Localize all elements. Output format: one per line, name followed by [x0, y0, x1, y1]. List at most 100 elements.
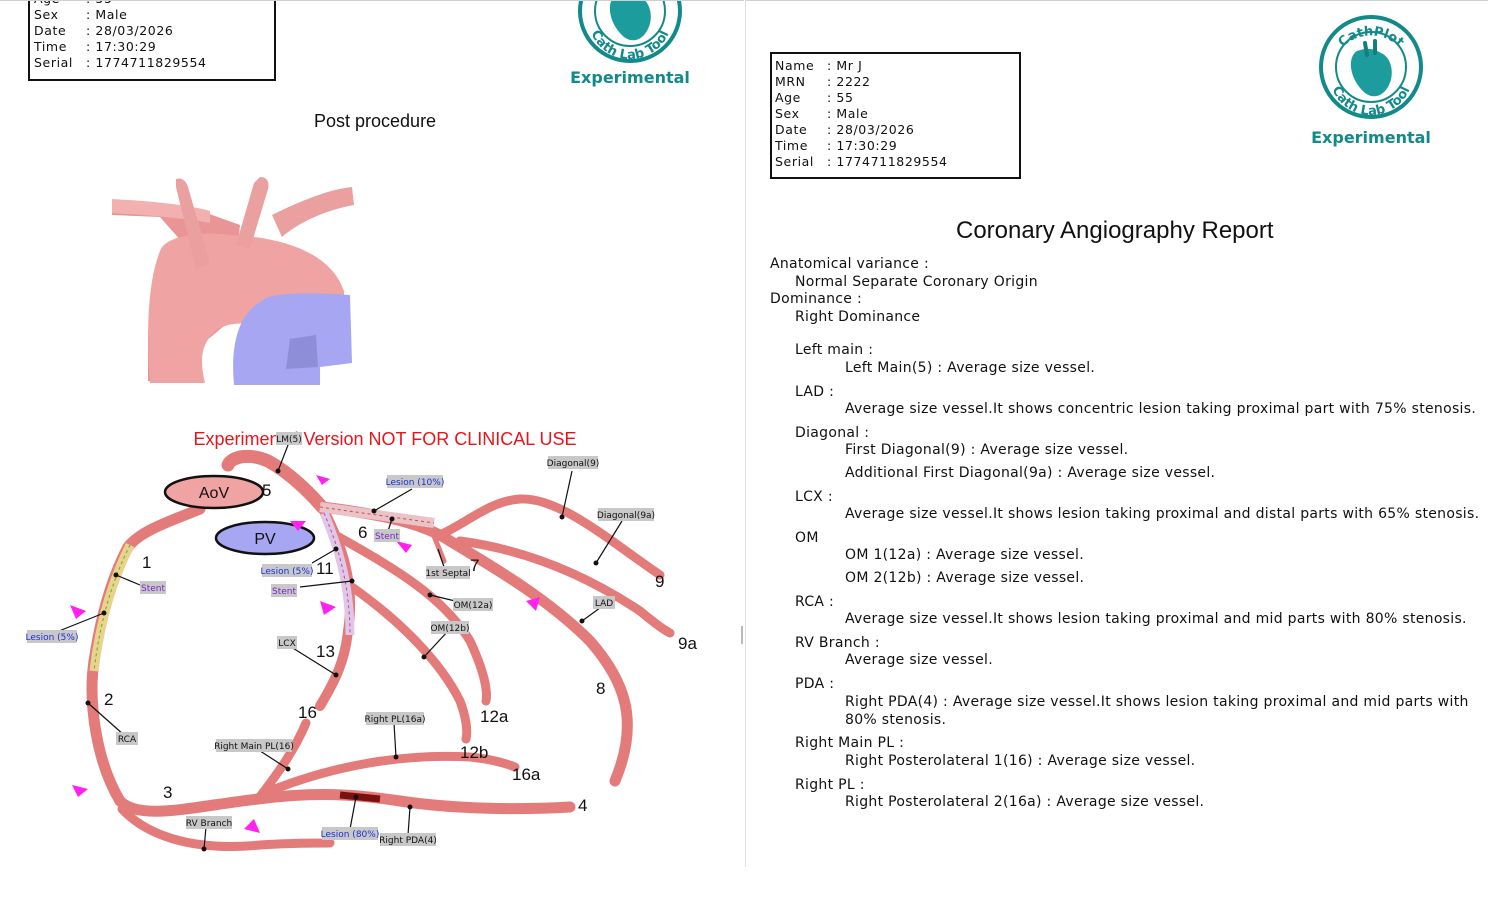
report-body: Anatomical variance :Normal Separate Cor…: [770, 256, 1480, 812]
report-finding-text: Average size vessel.: [845, 652, 993, 669]
vessel-diagonal-9: [435, 494, 665, 580]
tag-lm5: LM(5): [276, 435, 302, 445]
segment-12b: 12b: [460, 743, 488, 762]
injection-markers: [70, 475, 540, 833]
report-finding-text: OM 2(12b) : Average size vessel.: [845, 569, 1085, 586]
tag-lcx: LCX: [278, 639, 295, 649]
info-row-serial: Serial1774711829554: [775, 154, 1019, 170]
report-section-heading: Left main :: [795, 342, 874, 359]
marker-6: [526, 597, 540, 611]
segment-numbers: 5 1 6 7 11 9 9a 13 2 16 12a 8 12b 16a 3 …: [104, 481, 697, 815]
tag-stent-rca: Stent: [141, 584, 165, 594]
marker-1: [316, 475, 330, 485]
tag-lad: LAD: [595, 599, 613, 609]
segment-9a: 9a: [678, 634, 697, 653]
info-row-time: Time17:30:29: [34, 39, 274, 55]
vessel-diagonal-9a: [455, 536, 675, 638]
info-row-date: Date28/03/2026: [34, 23, 274, 39]
segment-7: 7: [470, 556, 479, 575]
marker-8: [244, 819, 260, 833]
tag-right-main-pl-16: Right Main PL(16): [214, 742, 294, 752]
report-page-left: Age55 SexMale Date28/03/2026 Time17:30:2…: [0, 0, 744, 867]
tag-diagonal-9: Diagonal(9): [547, 459, 600, 469]
tag-lesion-10: Lesion (10%): [386, 478, 445, 488]
patient-info-box: NameMr J MRN2222 Age55 SexMale Date28/03…: [770, 52, 1021, 179]
vessel-right-main-pl: [253, 718, 311, 804]
report-finding-text: Average size vessel.It shows lesion taki…: [845, 611, 1467, 628]
cathplot-logo: CathPlot Cath Lab Tool Experimental: [1307, 13, 1435, 147]
report-section-heading: LAD :: [795, 383, 835, 400]
report-section-heading: PDA :: [795, 675, 835, 692]
report-section-heading: RV Branch :: [795, 634, 880, 651]
aov-valve: [163, 474, 265, 510]
report-finding-text: Left Main(5) : Average size vessel.: [845, 359, 1096, 376]
vessel-tags: LM(5) Diagonal(9) Diagonal(9a) Lesion (1…: [26, 432, 655, 846]
marker-3: [396, 541, 412, 553]
info-row-age: Age55: [34, 1, 274, 7]
segment-8: 8: [596, 679, 605, 698]
info-row-mrn: MRN2222: [775, 74, 1019, 90]
report-section-heading: LCX :: [795, 488, 833, 505]
post-procedure-title: Post procedure: [314, 111, 437, 131]
page-divider-mark: [741, 626, 743, 644]
report-section-heading: Anatomical variance :: [770, 256, 929, 272]
tag-diagonal-9a: Diagonal(9a): [597, 511, 655, 521]
tag-rv-branch: RV Branch: [186, 819, 233, 829]
pv-valve: [214, 520, 316, 556]
report-finding-text: Average size vessel.It shows lesion taki…: [845, 506, 1480, 523]
report-page-right: NameMr J MRN2222 Age55 SexMale Date28/03…: [745, 0, 1488, 867]
vessel-om-12b: [347, 582, 472, 744]
lesion-80-mark: [339, 791, 381, 803]
tag-om-12b: OM(12b): [430, 624, 469, 634]
report-title: Coronary Angiography Report: [956, 217, 1274, 244]
stent-rca: [89, 542, 135, 672]
report-finding-text: OM 1(12a) : Average size vessel.: [845, 547, 1084, 564]
marker-5: [70, 605, 86, 619]
logo-caption: Experimental: [1311, 128, 1431, 147]
stent-lad: [319, 502, 435, 528]
report-finding-text: Right Posterolateral 2(16a) : Average si…: [845, 794, 1205, 811]
vessel-right-pl: [265, 751, 520, 796]
pv-label: PV: [254, 531, 276, 548]
info-row-name: NameMr J: [775, 58, 1019, 74]
clinical-warning-text: Experimental Version NOT FOR CLINICAL US…: [193, 429, 576, 449]
report-finding-text: Additional First Diagonal(9a) : Average …: [845, 464, 1216, 481]
segment-3: 3: [163, 783, 172, 802]
cathplot-logo-icon: CathPlot Cath Lab Tool: [1319, 15, 1423, 119]
tag-lesion-5-lcx: Lesion (5%): [261, 567, 314, 577]
vessel-rv-branch: [117, 804, 335, 851]
tag-stent-lad: Stent: [375, 532, 399, 542]
info-row-sex: SexMale: [775, 106, 1019, 122]
info-row-serial: Serial1774711829554: [34, 55, 274, 71]
report-section-heading: OM: [795, 529, 819, 546]
report-section-heading: Right PL :: [795, 776, 865, 793]
aortic-arch-render: [112, 177, 354, 385]
segment-9: 9: [655, 572, 664, 591]
report-section-heading: Normal Separate Coronary Origin: [795, 273, 1038, 290]
segment-6: 6: [358, 523, 367, 542]
segment-16: 16: [298, 703, 317, 722]
report-section-heading: RCA :: [795, 593, 835, 610]
info-row-age: Age55: [775, 90, 1019, 106]
report-finding-text: Right PDA(4) : Average size vessel.It sh…: [845, 694, 1469, 729]
report-finding-text: First Diagonal(9) : Average size vessel.: [845, 442, 1129, 459]
tag-lesion-5-rca: Lesion (5%): [26, 633, 79, 643]
segment-1: 1: [142, 553, 151, 572]
segment-5: 5: [262, 481, 271, 500]
segment-2: 2: [104, 690, 113, 709]
leader-dots: [85, 468, 599, 852]
report-finding-text: Right Posterolateral 1(16) : Average siz…: [845, 753, 1196, 770]
report-section-heading: Diagonal :: [795, 424, 870, 441]
report-section-heading: Dominance :: [770, 291, 862, 308]
stent-lcx: [319, 511, 355, 636]
segment-11: 11: [316, 559, 334, 578]
report-section-heading: Right Dominance: [795, 308, 921, 325]
report-section-heading: Right Main PL :: [795, 735, 905, 752]
tag-rca: RCA: [118, 735, 137, 745]
marker-4: [320, 601, 336, 615]
tag-right-pda-4: Right PDA(4): [379, 836, 437, 846]
vessel-om-12a: [327, 528, 491, 706]
logo-caption: Experimental: [570, 68, 690, 87]
vessel-lm: [221, 449, 329, 514]
cathplot-logo-icon: Cath Lab Tool: [578, 1, 682, 63]
